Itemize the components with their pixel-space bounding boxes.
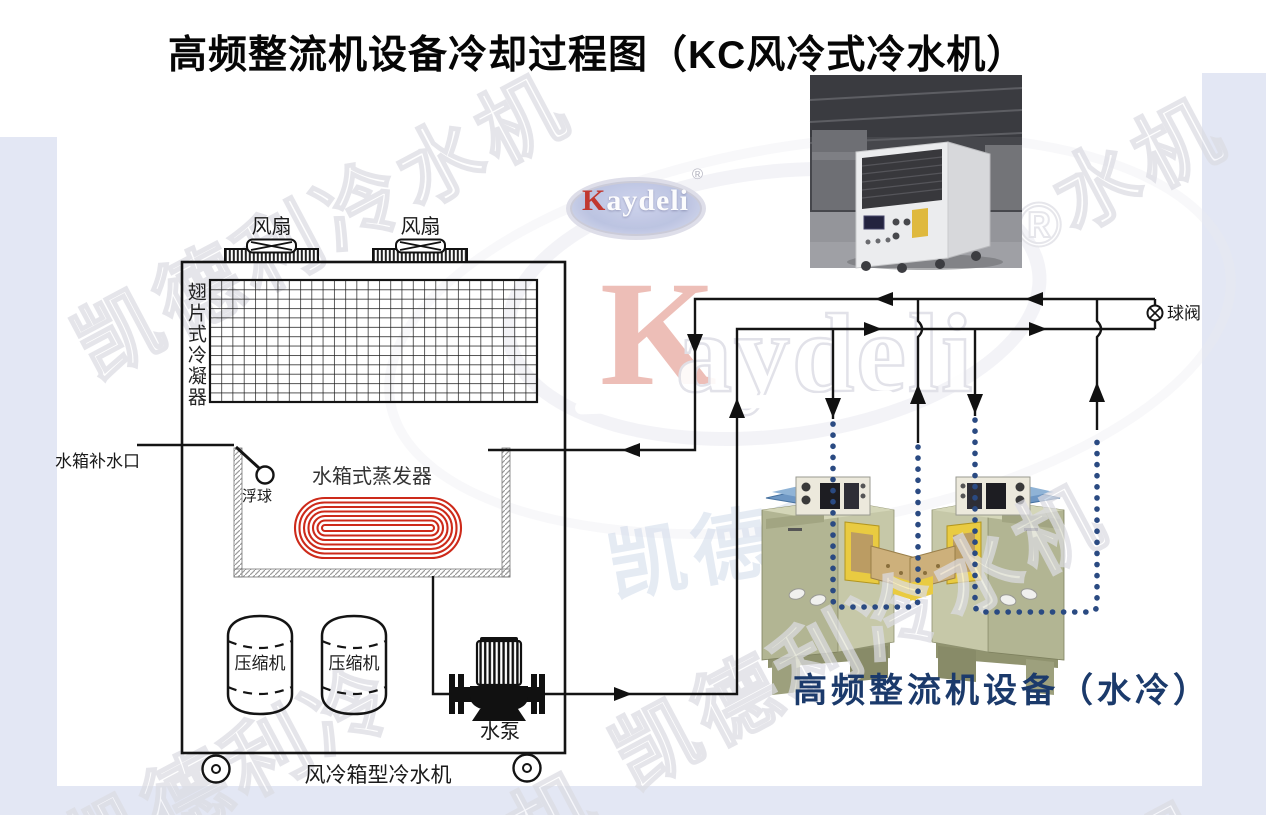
compressor-label-2: 压缩机 — [328, 654, 380, 673]
condenser-label: 翅片式冷凝器 — [184, 282, 206, 408]
fan-icon-2 — [372, 238, 468, 263]
wheel-icon-right — [512, 753, 542, 783]
rectifier-devices-label: 高频整流机设备（水冷） — [793, 673, 1211, 710]
condenser-grid — [208, 278, 539, 404]
fan-icon-1 — [224, 238, 319, 263]
kaydeli-logo-reg: ® — [692, 166, 704, 183]
kaydeli-logo-oval — [566, 177, 706, 240]
ball-valve-label: 球阀 — [1167, 304, 1201, 323]
ball-valve-icon — [1146, 304, 1164, 322]
frame-strip-left — [0, 137, 57, 815]
kaydeli-logo-text: Kaydeli — [582, 184, 689, 218]
supply-pipe — [545, 327, 1155, 696]
float-ball-label: 浮球 — [242, 488, 273, 505]
page-title: 高频整流机设备冷却过程图（KC风冷式冷水机） — [168, 34, 1027, 77]
return-riser-1 — [916, 299, 924, 443]
refill-port-label: 水箱补水口 — [55, 452, 140, 471]
fan-label-2: 风扇 — [400, 216, 441, 238]
compressor-label-1: 压缩机 — [234, 654, 286, 673]
evaporator-label: 水箱式蒸发器 — [312, 466, 432, 488]
pump-suction-pipe — [431, 576, 449, 696]
compressor-icon-2 — [320, 614, 388, 716]
wheel-icon-left — [201, 754, 231, 784]
dotted-coolant-loop-1 — [830, 421, 921, 610]
evaporator-coil-icon — [293, 496, 463, 560]
kaydeli-logo-rest: aydeli — [606, 184, 690, 217]
dotted-coolant-loop-2 — [972, 417, 1100, 615]
fan-label-1: 风扇 — [251, 216, 292, 238]
kaydeli-logo-k: K — [582, 184, 607, 217]
chiller-photo — [809, 75, 1023, 273]
flow-arrows — [614, 292, 1105, 701]
return-riser-2 — [1095, 299, 1103, 430]
frame-strip-right — [1202, 73, 1266, 815]
pump-label: 水泵 — [480, 721, 520, 743]
float-ball-icon — [234, 445, 275, 485]
return-pipe — [488, 297, 1155, 452]
chiller-name-label: 风冷箱型冷水机 — [304, 764, 452, 787]
frame-strip-bottom — [0, 786, 1266, 815]
pipe-network — [431, 297, 1157, 696]
water-pump-icon — [449, 637, 545, 721]
compressor-icon-1 — [226, 614, 294, 716]
